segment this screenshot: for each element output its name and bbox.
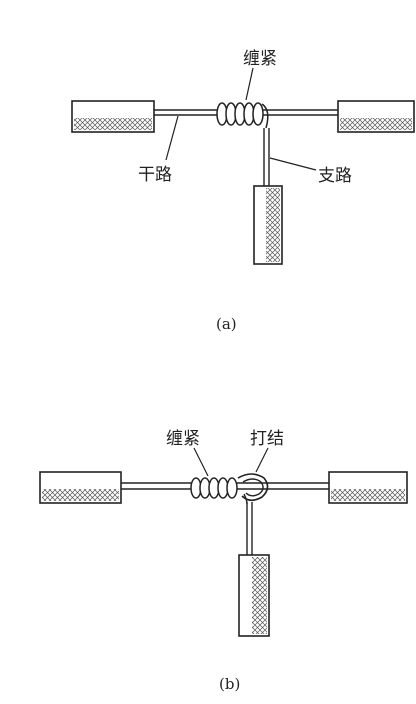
main-cable-left-b (39, 471, 122, 504)
branch-cable (253, 185, 283, 265)
label-wrap-a: 缠紧 (243, 49, 277, 69)
leader-wrap-a (245, 67, 254, 101)
label-wrap-b: 缠紧 (166, 429, 200, 449)
branch-wire (263, 128, 270, 186)
leader-main-a (165, 115, 179, 161)
main-cable-right-b (328, 471, 408, 504)
leader-wrap-b (193, 447, 209, 477)
caption-b: (b) (219, 675, 240, 693)
label-knot-b: 打结 (250, 429, 284, 449)
branch-cable-b (238, 554, 270, 637)
coil-wraps-b (190, 477, 238, 499)
coil-wraps (216, 102, 269, 129)
label-branch-a: 支路 (318, 166, 352, 186)
diagram-b: 缠紧 打结 (b) (39, 429, 408, 693)
leader-knot-b (255, 447, 269, 473)
leader-branch-a (269, 157, 317, 171)
diagram-a: 缠紧 干路 支路 (a) (71, 49, 415, 333)
knot-b (237, 473, 269, 505)
main-cable-left (71, 100, 155, 133)
label-main-a: 干路 (138, 165, 172, 185)
main-cable-right (337, 100, 415, 133)
caption-a: (a) (216, 315, 237, 333)
branch-wire-b (246, 502, 253, 555)
